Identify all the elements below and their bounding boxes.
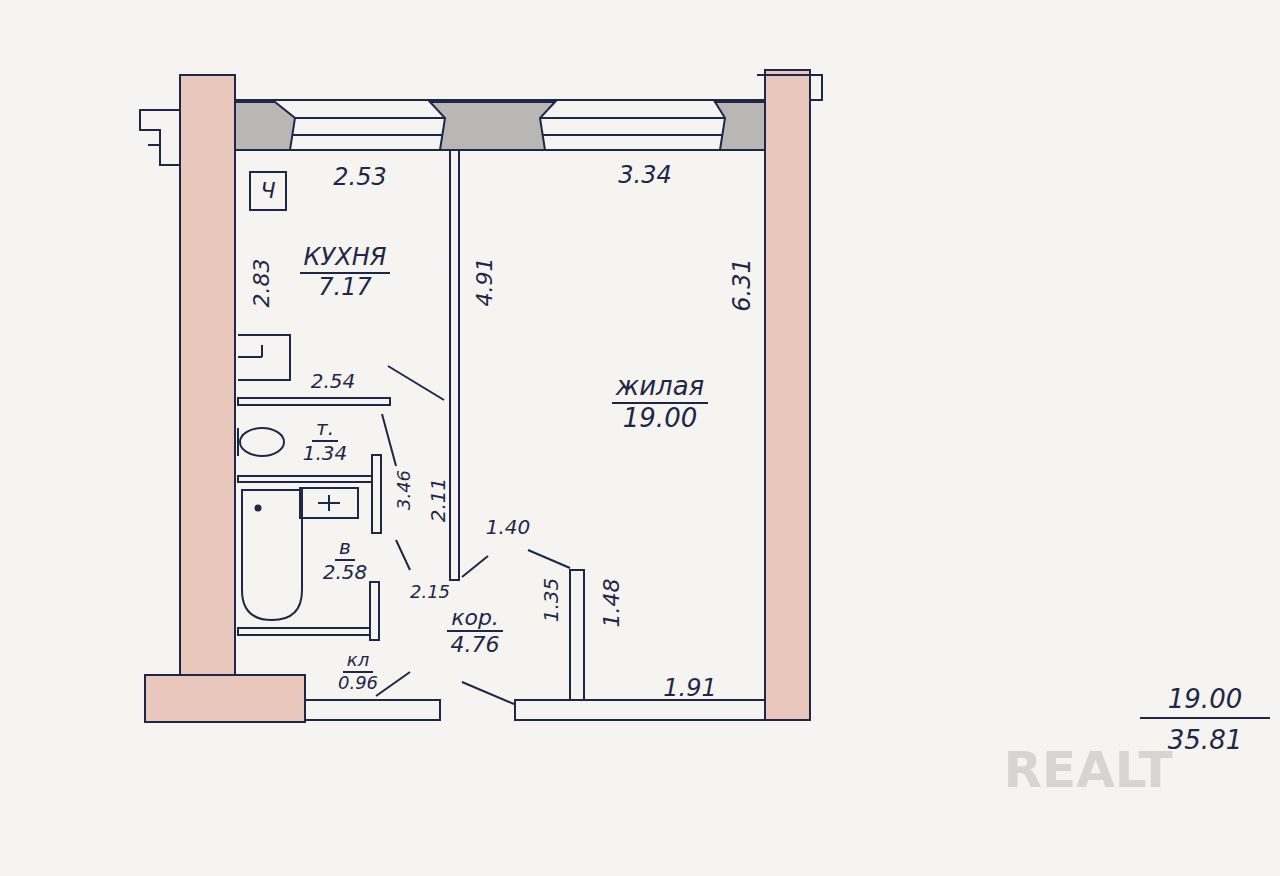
room-area-value: 0.96	[334, 673, 382, 694]
room-area-value: 4.76	[447, 632, 504, 657]
dimension-label: 2.11	[428, 478, 448, 523]
room-area-value: 7.17	[314, 274, 375, 302]
room-area: т.1.34	[295, 410, 355, 472]
room-area-value: 2.58	[319, 561, 372, 584]
dimension-label: 1.91	[663, 676, 716, 700]
room-area: КУХНЯ7.17	[290, 235, 400, 311]
room-name: кор.	[447, 605, 503, 632]
dimension-label: 1.40	[486, 517, 531, 537]
room-area: кор.4.76	[430, 598, 520, 664]
dimension-label: 35.81	[1168, 727, 1242, 753]
room-area-value: 19.00	[619, 404, 701, 434]
watermark: REALT	[1003, 745, 1172, 795]
dimension-label: 4.91	[474, 258, 496, 307]
room-area: кл0.96	[330, 645, 386, 699]
dimension-label: 1.35	[541, 578, 561, 623]
room-area: в2.58	[315, 528, 375, 592]
room-name: в	[335, 536, 355, 561]
dimension-label: 2.15	[410, 583, 450, 601]
room-area: жилая19.00	[590, 365, 730, 441]
room-name: кл	[343, 650, 373, 673]
dimension-label: 6.31	[730, 258, 754, 311]
dimension-label: 2.53	[333, 165, 386, 189]
room-name: КУХНЯ	[300, 244, 391, 274]
dimension-label: 3.34	[618, 163, 671, 187]
vent-mark: Ч	[260, 180, 275, 202]
room-name: жилая	[612, 372, 709, 404]
room-name: т.	[312, 417, 338, 442]
dimension-label: 2.83	[251, 259, 273, 308]
dimension-label: 2.54	[311, 371, 356, 391]
dimension-label: 3.46	[395, 470, 413, 510]
room-area-value: 1.34	[299, 442, 352, 465]
dimension-label: 1.48	[601, 579, 623, 628]
dimension-label: 19.00	[1168, 686, 1242, 712]
